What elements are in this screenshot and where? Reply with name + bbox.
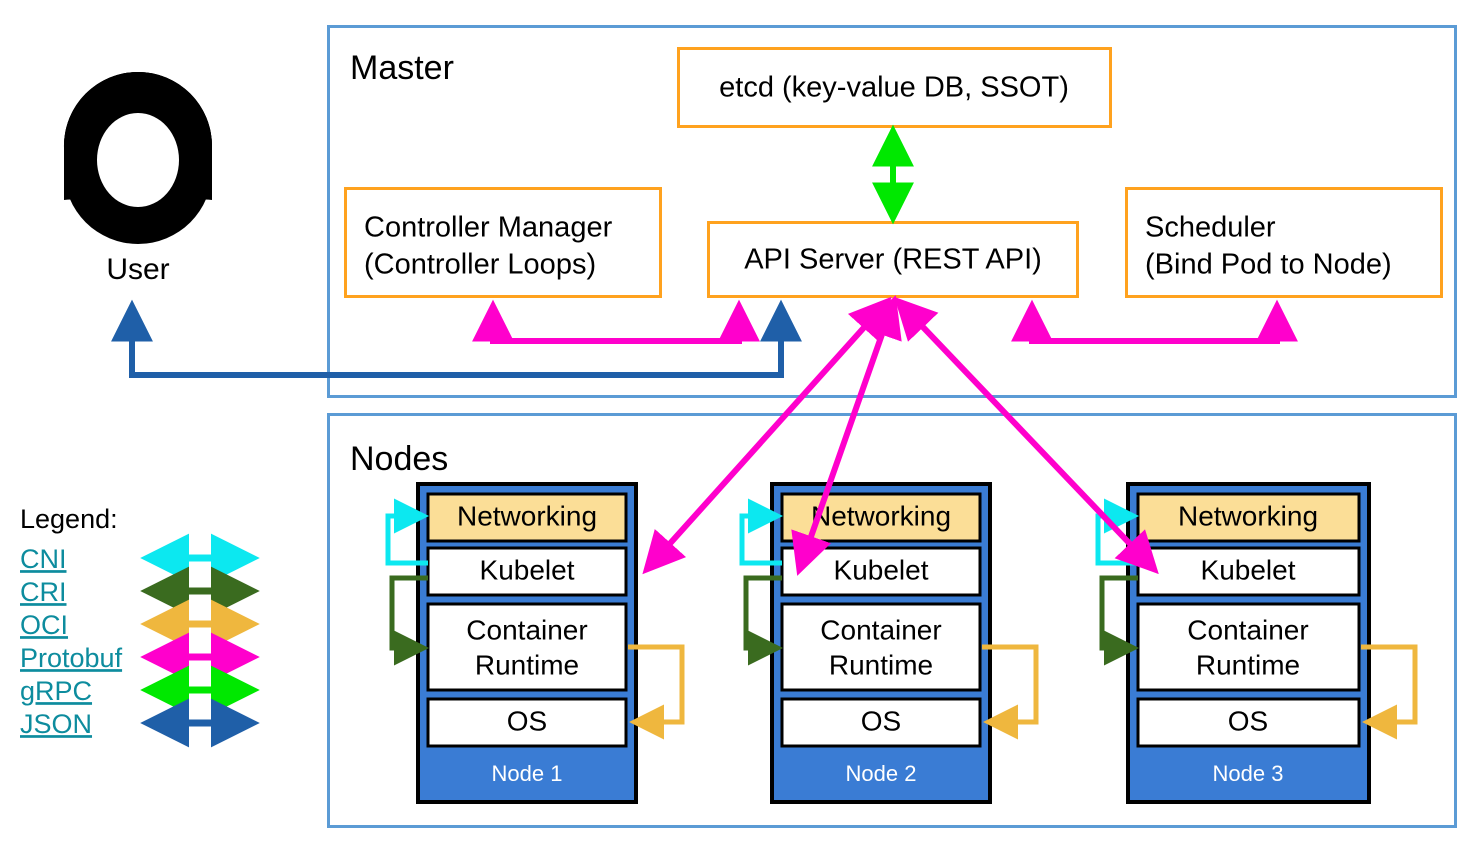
api-server-box[interactable] [707,221,1079,298]
legend-label-cni[interactable]: CNI [20,544,67,574]
nodes-panel-title: Nodes [350,440,448,478]
legend-item-protobuf[interactable]: Protobuf [20,632,260,682]
legend-item-grpc[interactable]: gRPC [20,665,260,715]
legend-item-cni[interactable]: CNI [20,533,260,583]
protobuf-arrow-apiserver-scheduler [1011,299,1298,344]
cri-arrow-node-2 [743,575,784,666]
node-1-os-label: OS [507,705,547,736]
node-3-kubelet-label: Kubelet [1201,554,1296,585]
node-3-group[interactable]: Networking Kubelet Container Runtime OS … [1126,482,1371,804]
oci-arrow-node-3 [1361,644,1418,740]
legend-item-cri[interactable]: CRI [20,566,260,616]
node-2-container-runtime-label-line2: Runtime [829,649,933,680]
legend-label-protobuf[interactable]: Protobuf [20,643,123,673]
node-2-container-runtime-label-line1: Container [820,614,941,645]
protobuf-arrow-apiserver-node-3 [894,296,1159,575]
node-1-label: Node 1 [492,761,563,786]
node-2-kubelet-label: Kubelet [834,554,929,585]
legend-label-grpc[interactable]: gRPC [20,676,92,706]
node-1-networking-box[interactable] [426,492,628,543]
node-3-label: Node 3 [1213,761,1284,786]
oci-arrow-node-1 [628,644,685,740]
master-panel-title: Master [350,49,454,87]
controller-manager-box[interactable] [344,187,662,298]
node-1-kubelet-label: Kubelet [480,554,575,585]
protobuf-arrow-apiserver-node-2 [791,295,902,576]
node-1-kubelet-box[interactable] [426,546,628,597]
legend-item-json[interactable]: JSON [20,698,260,748]
node-2-os-label: OS [861,705,901,736]
oci-arrow-node-2 [982,644,1039,740]
node-2-networking-label: Networking [811,500,951,531]
node-3-os-box[interactable] [1136,697,1361,748]
api-server-label: API Server (REST API) [744,244,1042,276]
node-3-container-runtime-box[interactable] [1136,602,1361,692]
scheduler-label-line2: (Bind Pod to Node) [1145,249,1392,281]
user-avatar-icon [63,72,212,244]
scheduler-label-line1: Scheduler [1145,212,1276,244]
cri-arrow-node-3 [1099,575,1140,666]
etcd-label: etcd (key-value DB, SSOT) [719,72,1069,104]
node-1-container-runtime-label-line1: Container [466,614,587,645]
node-3-os-label: OS [1228,705,1268,736]
cni-arrow-node-1 [385,498,430,566]
node-3-container-runtime-label-line1: Container [1187,614,1308,645]
node-1-os-box[interactable] [426,697,628,748]
node-2-os-box[interactable] [780,697,982,748]
controller-manager-label-line1: Controller Manager [364,212,613,244]
node-2-label: Node 2 [846,761,917,786]
node-1-container-runtime-label-line2: Runtime [475,649,579,680]
node-1-group[interactable]: Networking Kubelet Container Runtime OS … [416,482,638,804]
legend-label-oci[interactable]: OCI [20,610,68,640]
scheduler-box[interactable] [1125,187,1443,298]
legend-title: Legend: [20,504,118,534]
node-2-group[interactable]: Networking Kubelet Container Runtime OS … [770,482,992,804]
node-1-networking-label: Networking [457,500,597,531]
legend-label-cri[interactable]: CRI [20,577,67,607]
legend-item-oci[interactable]: OCI [20,599,260,649]
node-2-container-runtime-box[interactable] [780,602,982,692]
cri-arrow-node-1 [389,575,430,666]
node-3-networking-box[interactable] [1136,492,1361,543]
controller-manager-label-line2: (Controller Loops) [364,249,596,281]
json-arrow-user-apiserver [111,299,802,378]
node-3-container-runtime-label-line2: Runtime [1196,649,1300,680]
node-3-networking-label: Networking [1178,500,1318,531]
legend-label-json[interactable]: JSON [20,709,92,739]
user-label: User [106,253,169,286]
